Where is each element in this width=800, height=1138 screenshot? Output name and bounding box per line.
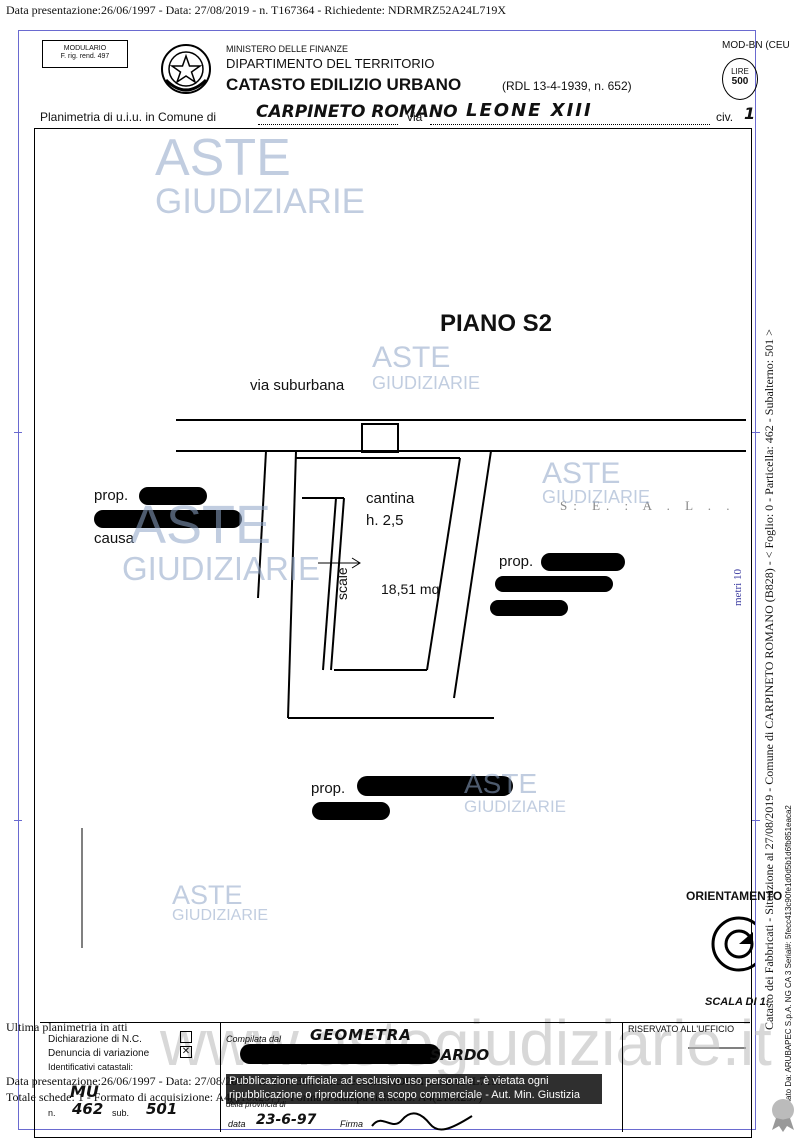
watermark-aste: ASTE (542, 457, 621, 490)
watermark-giudiziarie: GIUDIZIARIE (372, 373, 481, 393)
foglio-value: MU (70, 1082, 99, 1101)
riservato-label: RISERVATO ALL'UFFICIO (628, 1024, 735, 1034)
frame-tick (14, 820, 22, 821)
subalterno-value: 501 (146, 1100, 178, 1118)
owner-bottom-label: prop. (311, 780, 346, 797)
room-height: h. 2,5 (366, 512, 404, 529)
lire-stamp: LIRE 500 (722, 58, 758, 100)
surveyor-name: SARDO (430, 1046, 490, 1064)
publication-notice: Pubblicazione ufficiale ad esclusivo uso… (226, 1074, 602, 1104)
redaction-bar (312, 802, 390, 820)
watermark-giudiziarie: GIUDIZIARIE (464, 797, 567, 816)
room-name: cantina (366, 490, 415, 507)
mod-code: MOD-BN (CEU (722, 40, 790, 51)
modulario-text: MODULARIO F. rig. rend. 497 (60, 45, 110, 60)
redaction-bar (94, 510, 242, 528)
via-label: via (407, 110, 423, 124)
seal-ribbon-icon (772, 1099, 794, 1132)
modulario-box: MODULARIO F. rig. rend. 497 (42, 40, 128, 68)
frame-tick (14, 432, 22, 433)
redaction-bar (490, 600, 568, 616)
watermark-aste: ASTE (172, 880, 243, 910)
owner-left-label: prop. (94, 487, 129, 504)
comune-handwritten: CARPINETO ROMANO (256, 102, 458, 122)
watermark-giudiziarie: GIUDIZIARIE (542, 487, 651, 507)
signature-scribble (371, 1112, 473, 1131)
bottom-form-divider (220, 1022, 221, 1132)
lire-value: 500 (731, 76, 749, 87)
redaction-bar (495, 576, 613, 592)
bottom-form-divider (622, 1022, 623, 1132)
side-signature-text: Firmato Da: ARUBAPEC S.p.A. NG CA 3 Seri… (784, 805, 793, 1116)
denuncia-label: Denuncia di variazione (48, 1048, 150, 1059)
watermark-giudiziarie: GIUDIZIARIE (155, 182, 366, 221)
scale-label: SCALA DI 1: (705, 996, 770, 1008)
lire-label: LIRE (731, 67, 749, 76)
redaction-bar (357, 776, 513, 796)
north-arrow-icon (711, 916, 755, 972)
owner-right-label: prop. (499, 553, 534, 570)
watermark-aste: ASTE (130, 495, 272, 555)
watermark-aste: ASTE (372, 341, 451, 374)
dichiarazione-label: Dichiarazione di N.C. (48, 1034, 142, 1045)
document-header-line: Data presentazione:26/06/1997 - Data: 27… (6, 3, 507, 17)
watermark-giudiziarie: GIUDIZIARIE (172, 907, 269, 924)
footer-ultima: Ultima planimetria in atti (6, 1020, 128, 1034)
frame-tick (752, 820, 760, 821)
data-label: data (228, 1119, 246, 1129)
department-label: DIPARTIMENTO DEL TERRITORIO (226, 56, 435, 71)
faint-text: S: E. : A . L . . (560, 498, 736, 513)
stairs-label: scale (334, 567, 350, 600)
firma-label: Firma (340, 1119, 363, 1129)
watermark-url: www.astegiudiziarie.it (160, 1007, 772, 1079)
unit-side-label: metri 10 (732, 569, 744, 606)
page-frame (18, 30, 756, 1130)
owner-left-cause: causa (94, 530, 135, 547)
watermark-giudiziarie: GIUDIZIARIE (122, 550, 321, 587)
redaction-bar (139, 487, 207, 505)
denuncia-checkbox[interactable]: ✕ (180, 1046, 192, 1058)
republic-emblem-icon (161, 44, 211, 94)
law-reference: (RDL 13-4-1939, n. 652) (502, 79, 632, 93)
civ-value: 1 (744, 104, 756, 123)
compilata-label: Compilata dal (226, 1034, 282, 1044)
dotted-rule (430, 124, 710, 125)
floor-plan-drawing (81, 419, 746, 1049)
watermark-aste: ASTE (464, 768, 538, 799)
bottom-form-rule (40, 1022, 750, 1023)
subalterno-label: sub. (112, 1108, 130, 1118)
side-cadastre-text: Catasto dei Fabbricati - Situazione al 2… (762, 329, 776, 1030)
identificativi-label: Identificativi catastali: (48, 1062, 134, 1072)
dichiarazione-checkbox[interactable] (180, 1031, 192, 1043)
watermark-aste: ASTE (155, 129, 291, 187)
redaction-bar (541, 553, 625, 571)
street-label: via suburbana (250, 377, 345, 394)
date-value: 23-6-97 (256, 1112, 317, 1128)
frame-tick (752, 432, 760, 433)
ministry-label: MINISTERO DELLE FINANZE (226, 44, 349, 54)
profession-value: GEOMETRA (310, 1026, 412, 1044)
floor-label: PIANO S2 (440, 310, 553, 337)
office-title: CATASTO EDILIZIO URBANO (226, 75, 462, 94)
orientation-label: ORIENTAMENTO (686, 889, 783, 903)
civ-label: civ. (716, 110, 734, 124)
planimetria-prefix: Planimetria di u.i.u. in Comune di (40, 110, 217, 124)
iscritto-label: della provincia di (226, 1100, 286, 1109)
via-handwritten: LEONE XIII (466, 100, 593, 121)
room-area: 18,51 mq (381, 581, 440, 597)
redaction-bar (240, 1044, 440, 1064)
particella-label: n. (48, 1108, 56, 1118)
dotted-rule (258, 124, 398, 125)
particella-value: 462 (72, 1100, 104, 1118)
